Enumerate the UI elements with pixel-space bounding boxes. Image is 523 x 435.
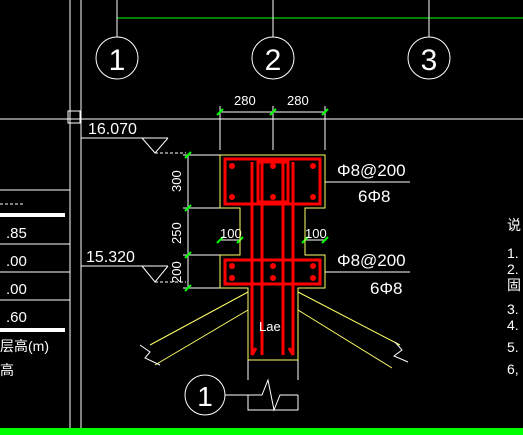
elevation-top: 16.070 [81, 121, 186, 154]
svg-text:2.: 2. [507, 261, 519, 277]
status-bar [0, 428, 523, 435]
svg-text:2: 2 [265, 44, 282, 77]
svg-text:Φ8@200: Φ8@200 [337, 251, 406, 270]
svg-text:280: 280 [234, 93, 256, 108]
svg-text:说: 说 [507, 217, 521, 233]
axis-bubble-2[interactable]: 2 [251, 36, 295, 80]
svg-text:Φ8@200: Φ8@200 [337, 161, 406, 180]
svg-text:1.: 1. [507, 245, 519, 261]
svg-text:.85: .85 [6, 225, 27, 242]
svg-text:3.: 3. [507, 301, 519, 317]
svg-text:15.320: 15.320 [86, 249, 135, 266]
dimension-texts: 280 280 300 250 200 100 100 [169, 93, 327, 283]
rebar-dots [229, 163, 316, 281]
svg-text:100: 100 [220, 226, 242, 241]
axis-bubble-1[interactable]: 1 [95, 36, 139, 80]
cursor-pickbox[interactable] [67, 110, 81, 124]
slab-lines [149, 291, 401, 369]
svg-text:300: 300 [169, 170, 184, 192]
svg-text:层高(m): 层高(m) [0, 338, 49, 354]
break-marks [139, 341, 409, 412]
svg-text:16.070: 16.070 [88, 121, 137, 138]
rebar-leaders [325, 181, 410, 273]
svg-text:.60: .60 [6, 309, 27, 326]
svg-text:1: 1 [197, 381, 213, 412]
svg-text:1: 1 [109, 44, 126, 77]
axis-stems [116, 0, 430, 37]
svg-text:280: 280 [287, 93, 309, 108]
svg-text:高: 高 [0, 362, 14, 378]
dimension-ticks [184, 108, 329, 292]
svg-text:6,: 6, [507, 361, 519, 377]
svg-text:6Φ8: 6Φ8 [358, 187, 390, 206]
svg-text:250: 250 [169, 222, 184, 244]
rebar-notes: Φ8@200 6Φ8 Φ8@200 6Φ8 [337, 161, 406, 298]
svg-text:100: 100 [305, 226, 327, 241]
rebar-cage [223, 157, 322, 356]
anchorage-label: Lae [259, 319, 281, 334]
svg-text:6Φ8: 6Φ8 [370, 279, 402, 298]
svg-text:200: 200 [169, 261, 184, 283]
axis-bubble-3[interactable]: 3 [407, 36, 451, 80]
svg-text:.00: .00 [6, 253, 27, 270]
svg-text:固: 固 [507, 277, 521, 293]
svg-text:4.: 4. [507, 317, 519, 333]
svg-text:.00: .00 [6, 281, 27, 298]
level-table: .85 .00 .00 .60 层高(m) 高 [0, 203, 70, 378]
axis-bubble-1-lower[interactable]: 1 [184, 374, 248, 416]
svg-text:5.: 5. [507, 339, 519, 355]
svg-text:3: 3 [421, 44, 438, 77]
elevation-bottom: 15.320 [81, 249, 186, 283]
notes-column: 说 1. 2. 固 3. 4. 5. 6, [507, 217, 521, 377]
